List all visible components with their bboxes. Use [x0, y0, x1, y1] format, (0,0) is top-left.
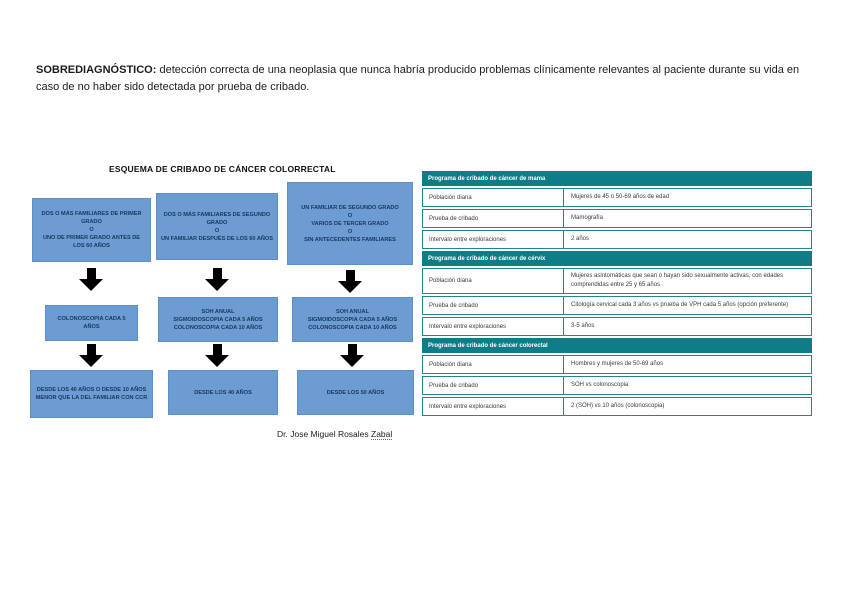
row-value: Mujeres asintomáticas que sean o hayan s… [571, 273, 784, 288]
flow-box-risk-col1: DOS O MÁS FAMILIARES DE PRIMER GRADO O U… [32, 198, 151, 262]
flow-box-start-col1: DESDE LOS 40 AÑOS O DESDE 10 AÑOS MENOR … [30, 370, 153, 418]
flow-box-test-col3: SOH ANUAL SIGMOIDOSCOPIA CADA 5 AÑOS COL… [292, 297, 413, 342]
row-value: Citología cervical cada 3 años vs prueba… [571, 302, 789, 308]
table-cervical-cancer: Programa de cribado de cáncer de cérvix … [422, 251, 812, 336]
table-colorectal-cancer: Programa de cribado de cáncer colorectal… [422, 338, 812, 416]
overdiagnosis-term: SOBREDIAGNÓSTICO: [36, 64, 157, 76]
row-value: 2 (SOH) vs 10 años (colonoscopia) [571, 403, 665, 409]
flow-box-test-col2: SOH ANUAL SIGMOIDOSCOPIA CADA 5 AÑOS COL… [158, 297, 278, 342]
table-header: Programa de cribado de cáncer de mama [422, 171, 812, 186]
table-row: Prueba de cribado Mamografía [422, 209, 812, 228]
row-value: SOH vs colonoscopia [571, 382, 629, 388]
flow-box-start-col3: DESDE LOS 50 AÑOS [297, 370, 414, 415]
row-value: Mujeres de 45 o 50-69 años de edad [571, 194, 670, 200]
row-label: Población diana [423, 269, 564, 293]
row-label: Prueba de cribado [423, 297, 564, 314]
down-arrow-icon [338, 270, 362, 293]
table-row: Población diana Mujeres de 45 o 50-69 añ… [422, 188, 812, 207]
row-label: Población diana [423, 356, 564, 373]
row-label: Prueba de cribado [423, 377, 564, 394]
down-arrow-icon [205, 344, 229, 367]
table-row: Intervalo entre exploraciones 2 años [422, 230, 812, 249]
row-value: Hombres y mujeres de 50-69 años [571, 361, 664, 367]
screening-programs-tables: Programa de cribado de cáncer de mama Po… [422, 171, 812, 418]
author-surname: Zabal [371, 429, 393, 440]
table-row: Población diana Hombres y mujeres de 50-… [422, 355, 812, 374]
flow-box-risk-col2: DOS O MÁS FAMILIARES DE SEGUNDO GRADO O … [156, 193, 278, 260]
table-header: Programa de cribado de cáncer colorectal [422, 338, 812, 353]
author-name: Dr. Jose Miguel Rosales [277, 429, 372, 439]
colorectal-screening-flowchart: ESQUEMA DE CRIBADO DE CÁNCER COLORRECTAL… [25, 160, 422, 452]
down-arrow-icon [79, 268, 103, 291]
table-breast-cancer: Programa de cribado de cáncer de mama Po… [422, 171, 812, 249]
row-label: Prueba de cribado [423, 210, 564, 227]
down-arrow-icon [205, 268, 229, 291]
table-row: Intervalo entre exploraciones 2 (SOH) vs… [422, 397, 812, 416]
row-label: Población diana [423, 189, 564, 206]
down-arrow-icon [79, 344, 103, 367]
down-arrow-icon [340, 344, 364, 367]
row-label: Intervalo entre exploraciones [423, 231, 564, 248]
row-value: Mamografía [571, 215, 604, 221]
flow-box-risk-col3: UN FAMILIAR DE SEGUNDO GRADO O VARIOS DE… [287, 182, 413, 265]
row-value: 2 años [571, 236, 590, 242]
flowchart-title: ESQUEMA DE CRIBADO DE CÁNCER COLORRECTAL [109, 164, 336, 174]
row-value: 3-5 años [571, 323, 595, 329]
table-row: Prueba de cribado Citología cervical cad… [422, 296, 812, 315]
overdiagnosis-paragraph: SOBREDIAGNÓSTICO: detección correcta de … [36, 62, 802, 95]
table-header: Programa de cribado de cáncer de cérvix [422, 251, 812, 266]
table-row: Prueba de cribado SOH vs colonoscopia [422, 376, 812, 395]
flow-box-start-col2: DESDE LOS 40 AÑOS [168, 370, 278, 415]
table-row: Intervalo entre exploraciones 3-5 años [422, 317, 812, 336]
row-label: Intervalo entre exploraciones [423, 398, 564, 415]
flow-box-test-col1: COLONOSCOPIA CADA 5 AÑOS [45, 305, 138, 341]
author-attribution: Dr. Jose Miguel Rosales Zabal [277, 429, 393, 440]
table-row: Población diana Mujeres asintomáticas qu… [422, 268, 812, 294]
row-label: Intervalo entre exploraciones [423, 318, 564, 335]
overdiagnosis-definition: detección correcta de una neoplasia que … [36, 64, 800, 93]
